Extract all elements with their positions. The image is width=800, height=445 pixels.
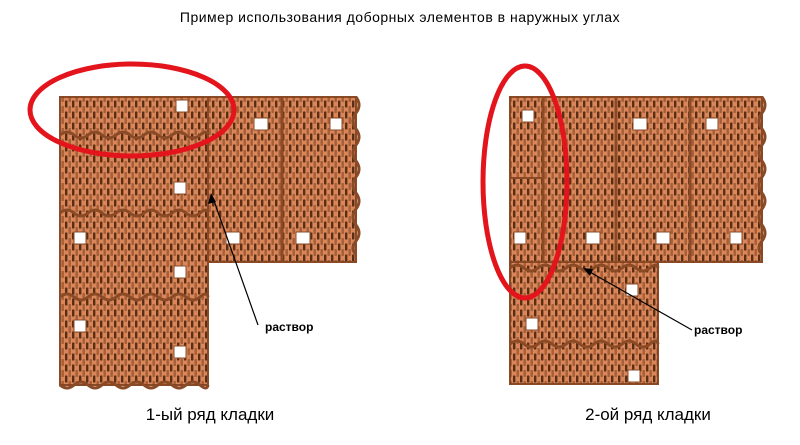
left-mortar-arrow: [208, 193, 259, 326]
right-highlight-ellipse: [480, 63, 570, 301]
left-first-row: раствор 1-ый ряд кладки: [27, 61, 361, 424]
right-mortar-arrow: [583, 268, 693, 331]
left-wing-pockets: [225, 117, 343, 245]
left-joint-lines: [59, 130, 210, 390]
right-caption: 2-ой ряд кладки: [585, 405, 711, 424]
right-mortar-label: раствор: [694, 323, 742, 337]
left-pockets: [73, 99, 189, 359]
right-second-row: раствор 2-ой ряд кладки: [480, 63, 767, 424]
left-mortar-label: раствор: [265, 320, 313, 334]
page-title: Пример использования доборных элементов …: [179, 9, 621, 25]
right-horizontal-blocks: [509, 96, 767, 263]
left-vertical-blocks: [59, 96, 210, 390]
left-caption: 1-ый ряд кладки: [146, 405, 275, 424]
left-horizontal-blocks: [207, 96, 361, 263]
right-top-pockets: [513, 109, 743, 245]
right-lower-block: [509, 261, 660, 385]
left-highlight-ellipse: [27, 61, 237, 159]
